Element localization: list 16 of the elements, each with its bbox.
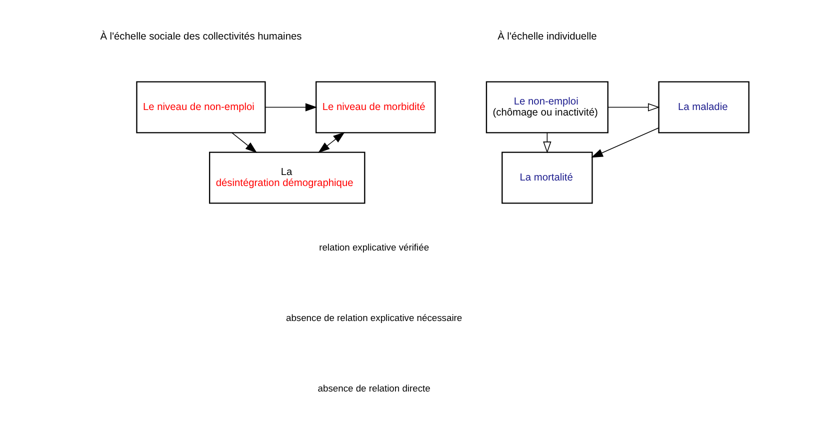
node-box: Le non-emploi (chômage ou inactivité) (485, 81, 608, 134)
legend-label: absence de relation directe (317, 382, 430, 394)
arrow (317, 132, 344, 153)
legend-label: absence de relation explicative nécessaire (285, 312, 462, 324)
arrow (590, 128, 659, 158)
node-box: La désintégration démographique (208, 152, 365, 204)
node-box: La maladie (658, 81, 749, 134)
node-box: Le niveau de morbidité (315, 81, 436, 134)
legend-label: relation explicative vérifiée (318, 242, 429, 253)
label: À l'échelle individuelle (497, 31, 596, 42)
node-box: Le niveau de non-emploi (136, 81, 266, 134)
arrow (607, 103, 660, 112)
arrow (264, 103, 317, 112)
node-box: La mortalité (501, 152, 592, 204)
label: À l'échelle sociale des collectivités humaines (100, 31, 302, 42)
arrow (230, 132, 257, 153)
